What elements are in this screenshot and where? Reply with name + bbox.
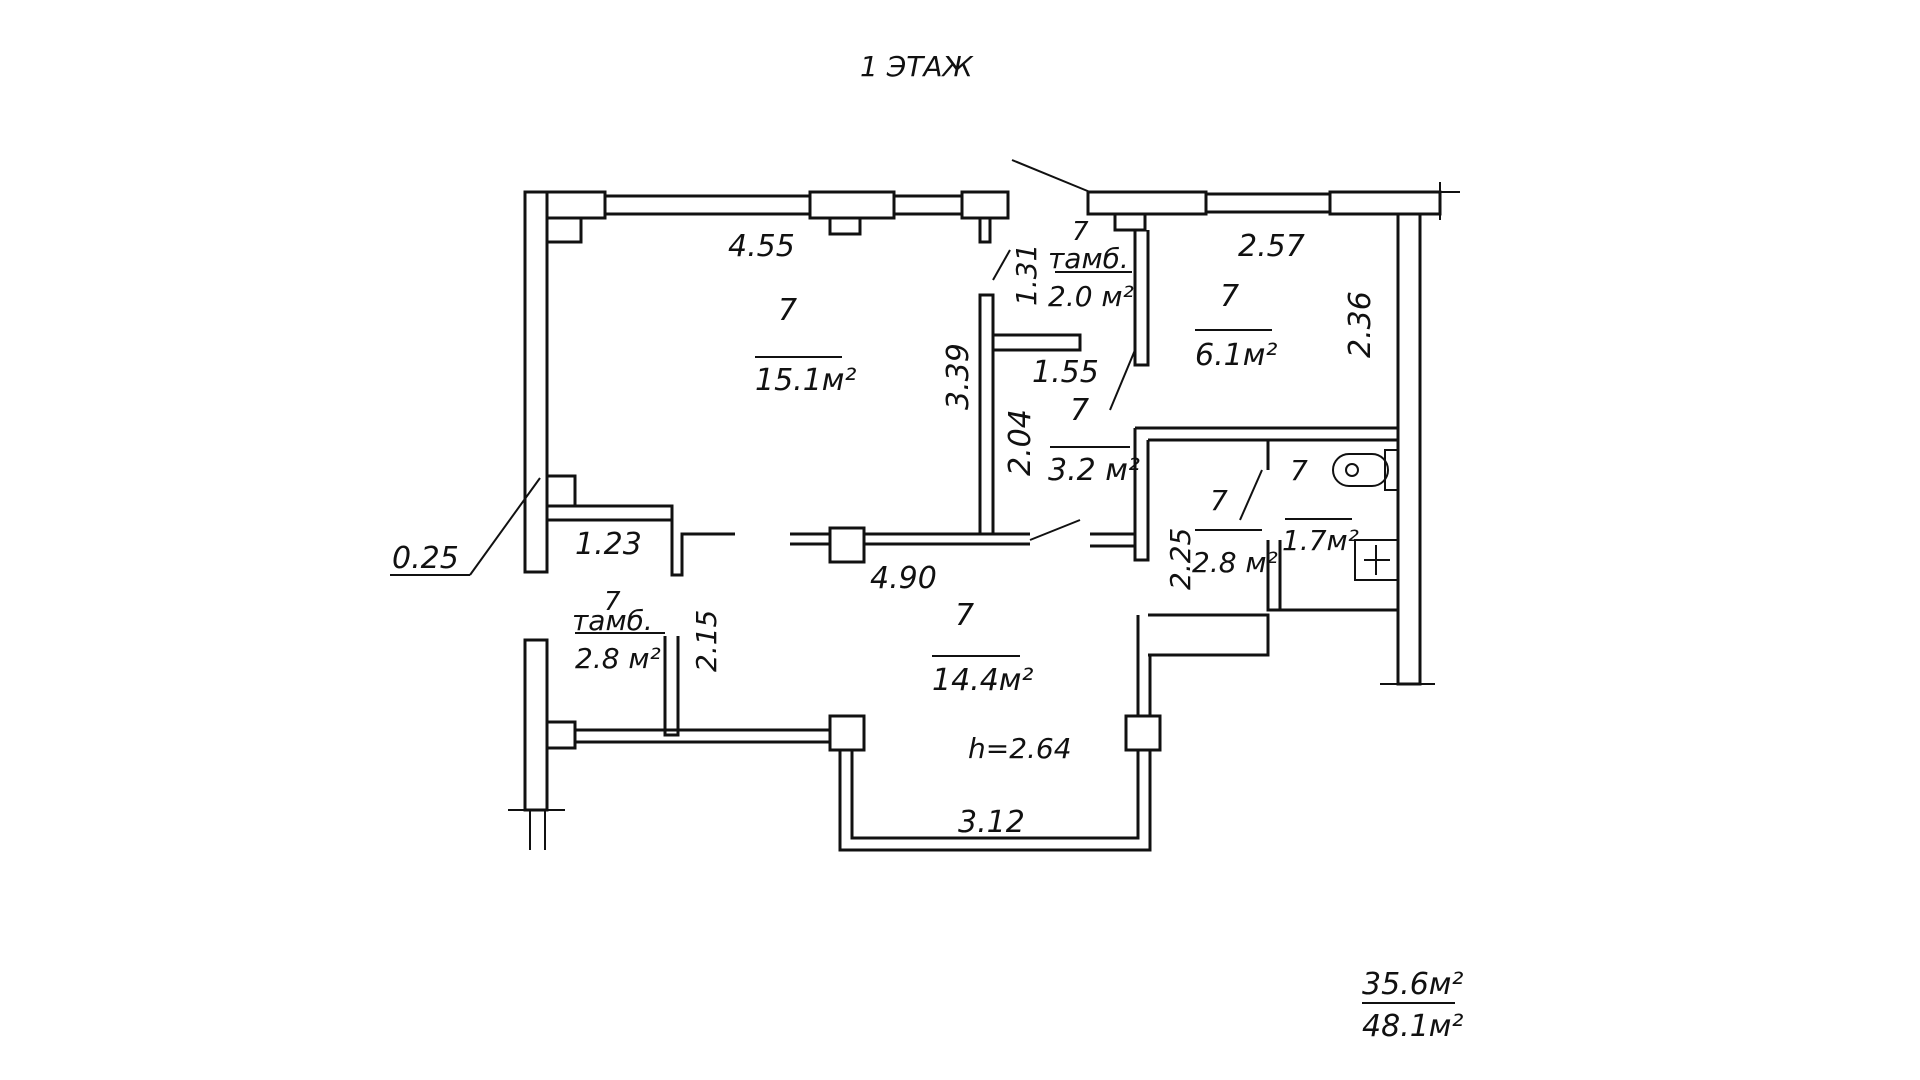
tambour-bottom-number: 7 [604, 587, 621, 617]
wall-thickness-leader [469, 477, 541, 576]
corridor-width: 1.55 [1032, 355, 1099, 390]
door-tambour-top [992, 249, 1011, 281]
door-entrance-top [1011, 159, 1091, 193]
column-hall-right [1124, 714, 1162, 752]
corridor-height: 2.04 [1003, 409, 1038, 476]
door-bath [1239, 469, 1263, 521]
right-wall [1396, 212, 1422, 686]
door-corridor [1029, 519, 1081, 541]
bath-area: 2.8 м² [1192, 546, 1278, 579]
total-living-area: 35.6м² [1362, 967, 1463, 1002]
tambour-top-area: 2.0 м² [1048, 280, 1134, 313]
hall-bottom-dim: 3.12 [958, 805, 1025, 840]
left-wall-upper [523, 190, 549, 574]
hall-width: 4.90 [870, 561, 937, 596]
living-number: 7 [778, 293, 797, 328]
total-area: 48.1м² [1362, 1009, 1463, 1044]
walls [508, 182, 1460, 850]
partition-bath-bottom [1148, 613, 1270, 657]
wall-thickness: 0.25 [392, 541, 459, 576]
labels: 1 ЭТАЖ 4.55 7 15.1м² 3.39 7 тамб. 2.0 м²… [392, 50, 1463, 1044]
corridor-number: 7 [1070, 393, 1089, 428]
hall-ceiling-height: h=2.64 [968, 732, 1072, 765]
kitchen-number: 7 [1220, 279, 1239, 314]
hall-bay-inner [850, 750, 1140, 840]
kitchen-width: 2.57 [1238, 229, 1305, 264]
column-hall-left [828, 714, 866, 752]
partition-hall-right [1136, 615, 1152, 718]
area-fraction-bars [390, 271, 1455, 1004]
left-wall-lower [523, 638, 549, 812]
floor-title: 1 ЭТАЖ [860, 50, 975, 83]
left-corner-column [545, 216, 583, 244]
living-height: 3.39 [941, 343, 976, 410]
toilet-icon [1332, 453, 1389, 487]
partition-bath-left [1133, 428, 1150, 562]
column-top-2 [978, 216, 992, 244]
sink-icon [1354, 539, 1399, 581]
partition-tambour-top [547, 504, 735, 577]
partition-tambour-right [663, 636, 680, 737]
fixtures [1332, 449, 1399, 581]
bath-number: 7 [1210, 484, 1228, 517]
hall-bay [838, 750, 1152, 852]
left-column-low [545, 720, 577, 750]
toilet-bowl-icon [1345, 463, 1359, 477]
partition-bath-wc [1266, 540, 1282, 612]
toilet-tank-icon [1384, 449, 1399, 491]
partitions [547, 159, 1398, 852]
living-width: 4.55 [728, 229, 795, 264]
living-area: 15.1м² [755, 363, 856, 398]
kitchen-area: 6.1м² [1195, 338, 1277, 373]
top-wall-corner [1328, 190, 1442, 216]
tambour-top-dim: 1.31 [1010, 244, 1043, 306]
top-wall-pier [808, 190, 896, 220]
wc-number: 7 [1290, 454, 1308, 487]
tambour-bottom-width: 1.23 [575, 527, 642, 562]
kitchen-height: 2.36 [1343, 291, 1378, 358]
bath-dim: 2.25 [1164, 528, 1197, 590]
hall-number: 7 [955, 598, 974, 633]
tambour-top-label: тамб. [1048, 242, 1129, 275]
hall-area: 14.4м² [932, 663, 1033, 698]
tambour-bottom-height: 2.15 [690, 610, 723, 672]
partition-tambour-top-right [1133, 230, 1150, 367]
wc-area: 1.7м² [1282, 524, 1359, 557]
tambour-top-number: 7 [1072, 217, 1089, 247]
corridor-area: 3.2 м² [1048, 453, 1140, 488]
tambour-bottom-area: 2.8 м² [575, 642, 661, 675]
top-wall-right [1086, 190, 1208, 216]
door-kitchen [1109, 349, 1136, 411]
partition-tambour-top-box [993, 333, 1082, 352]
column-top-3 [1113, 212, 1147, 232]
left-column-mid [545, 474, 577, 508]
top-wall-pier-2 [960, 190, 1010, 220]
tambour-bottom-label: тамб. [572, 604, 653, 637]
column-center [828, 526, 866, 564]
partition-corridor-left [978, 293, 995, 534]
column-top-1 [828, 216, 862, 236]
